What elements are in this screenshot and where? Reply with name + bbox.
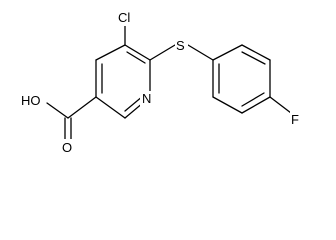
bond-c4-c5 <box>95 44 126 61</box>
atom-label-carbonyl-oxygen: O <box>62 140 72 155</box>
atom-label-nitrogen: N <box>142 91 151 106</box>
carboxylic-acid-group <box>46 96 97 140</box>
atom-label-sulfur: S <box>176 38 185 53</box>
bond-c6-s <box>149 44 176 61</box>
bond-c3-ccooh <box>67 96 97 119</box>
bond-ar-1-2 <box>212 44 243 61</box>
bond-ar-4-5 <box>241 96 271 114</box>
bond-ar-5-6 <box>212 96 243 114</box>
bond-ar-4-f <box>269 96 292 114</box>
chemical-structure-diagram: Cl S N HO O F <box>21 10 299 155</box>
fluorophenyl-ring <box>212 44 292 114</box>
atom-label-chlorine: Cl <box>118 10 130 25</box>
atom-label-hydroxyl: HO <box>21 93 41 108</box>
pyridine-ring <box>95 44 151 119</box>
double-bond-ar-2-3 <box>241 51 266 65</box>
bond-c2-c3 <box>95 96 126 119</box>
bond-ccooh-oh <box>46 102 69 119</box>
double-bond-c5-c6 <box>126 51 146 64</box>
atom-label-fluorine: F <box>291 112 299 127</box>
double-bond-ar-4-5 <box>241 92 265 107</box>
bond-ar-2-3 <box>241 44 271 61</box>
bond-s-c1prime <box>187 44 214 61</box>
bond-c5-c6 <box>124 44 151 61</box>
